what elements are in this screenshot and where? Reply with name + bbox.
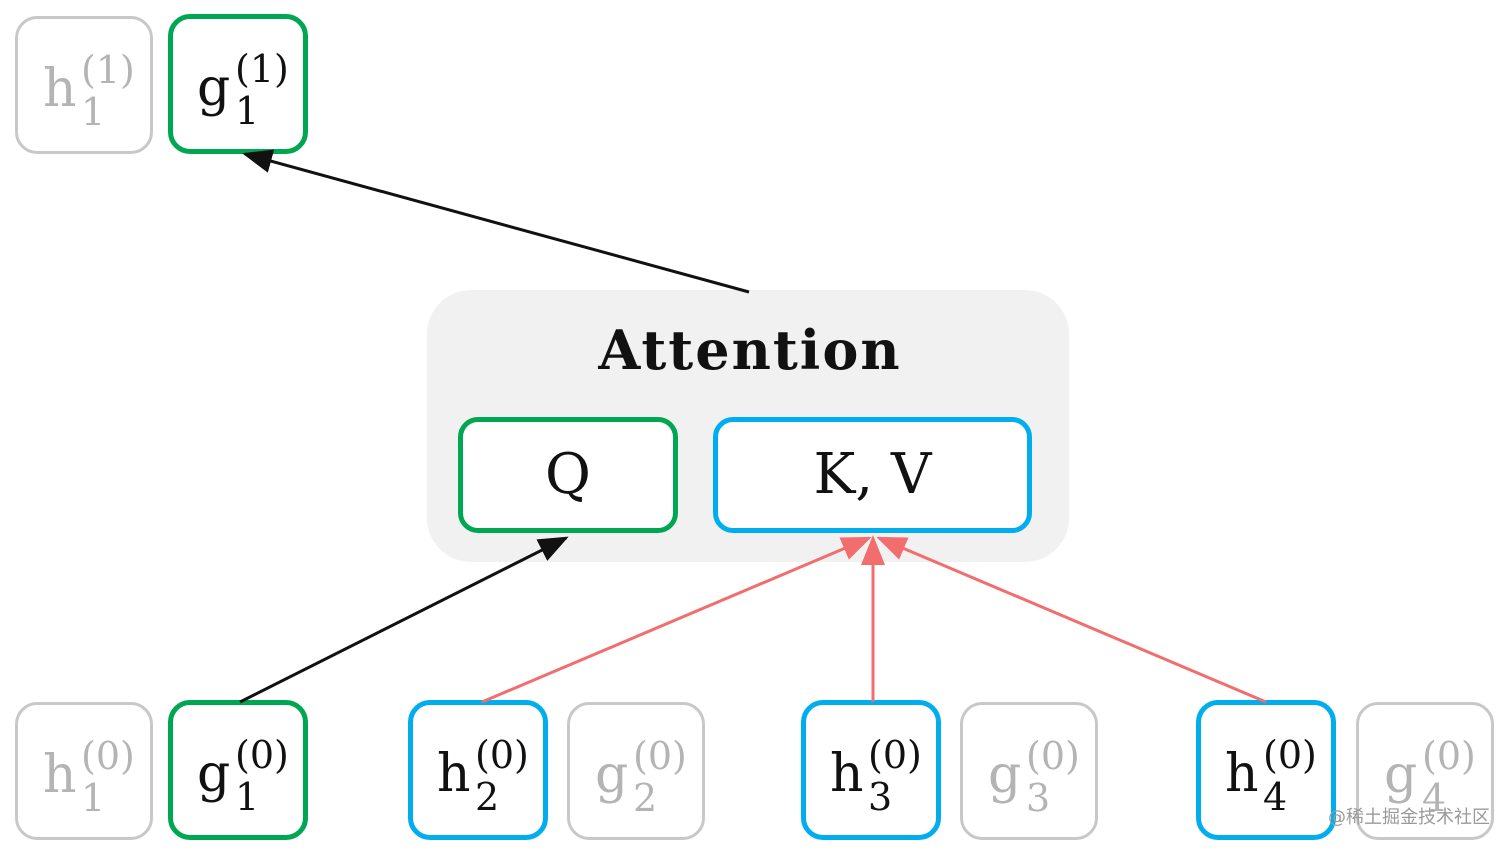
node-g1-layer1: g (1) 1: [168, 14, 308, 154]
node-h4-layer0-symbol: h (0) 4: [1211, 720, 1321, 820]
symbol-base: g: [595, 745, 629, 805]
node-g4-layer0-symbol: g (0) 4: [1370, 721, 1480, 821]
node-g3-layer0: g (0) 3: [960, 702, 1098, 840]
symbol-superscript: (1): [235, 47, 289, 91]
symbol-subscript: 1: [81, 776, 106, 820]
node-g1-layer0: g (0) 1: [168, 700, 308, 840]
symbol-subscript: 2: [633, 776, 658, 820]
symbol-base: h: [43, 745, 77, 805]
symbol-superscript: (0): [633, 734, 687, 778]
node-h3-layer0-symbol: h (0) 3: [816, 720, 926, 820]
query-box: Q: [458, 417, 678, 533]
key-value-label: K, V: [813, 442, 932, 507]
arrow-g1-to-query: [239, 536, 569, 704]
node-g2-layer0-symbol: g (0) 2: [581, 721, 691, 821]
node-g4-layer0: g (0) 4: [1356, 702, 1494, 840]
node-h1-layer0: h (0) 1: [15, 702, 153, 840]
symbol-superscript: (0): [235, 733, 289, 777]
symbol-base: h: [1225, 744, 1259, 804]
symbol-base: h: [437, 744, 471, 804]
symbol-base: h: [43, 59, 77, 119]
symbol-base: g: [197, 58, 231, 118]
symbol-base: g: [197, 744, 231, 804]
symbol-subscript: 1: [235, 775, 260, 819]
symbol-subscript: 1: [235, 89, 260, 133]
node-h2-layer0: h (0) 2: [408, 700, 548, 840]
symbol-subscript: 3: [868, 775, 893, 819]
symbol-superscript: (0): [868, 733, 922, 777]
node-g3-layer0-symbol: g (0) 3: [974, 721, 1084, 821]
node-g1-layer0-symbol: g (0) 1: [183, 720, 293, 820]
symbol-superscript: (0): [1422, 734, 1476, 778]
symbol-superscript: (0): [475, 733, 529, 777]
node-h3-layer0: h (0) 3: [801, 700, 941, 840]
node-h1-layer1-symbol: h (1) 1: [29, 35, 139, 135]
symbol-subscript: 4: [1263, 775, 1288, 819]
symbol-subscript: 4: [1422, 776, 1447, 820]
node-h1-layer0-symbol: h (0) 1: [29, 721, 139, 821]
symbol-superscript: (0): [1263, 733, 1317, 777]
symbol-base: g: [988, 745, 1022, 805]
symbol-subscript: 2: [475, 775, 500, 819]
symbol-base: g: [1384, 745, 1418, 805]
node-g2-layer0: g (0) 2: [567, 702, 705, 840]
symbol-base: h: [830, 744, 864, 804]
symbol-superscript: (1): [81, 48, 135, 92]
node-h4-layer0: h (0) 4: [1196, 700, 1336, 840]
arrow-h2-to-key-value: [481, 536, 872, 704]
arrow-attention-to-g1-layer1: [242, 149, 750, 294]
watermark: @稀土掘金技术社区: [1328, 807, 1490, 828]
symbol-subscript: 3: [1026, 776, 1051, 820]
node-h1-layer1: h (1) 1: [15, 16, 153, 154]
symbol-subscript: 1: [81, 90, 106, 134]
node-g1-layer1-symbol: g (1) 1: [183, 34, 293, 134]
query-label: Q: [545, 442, 591, 507]
attention-title: Attention: [598, 318, 902, 382]
node-h2-layer0-symbol: h (0) 2: [423, 720, 533, 820]
symbol-superscript: (0): [1026, 734, 1080, 778]
symbol-superscript: (0): [81, 734, 135, 778]
key-value-box: K, V: [713, 417, 1032, 533]
arrow-h4-to-key-value: [876, 536, 1267, 704]
